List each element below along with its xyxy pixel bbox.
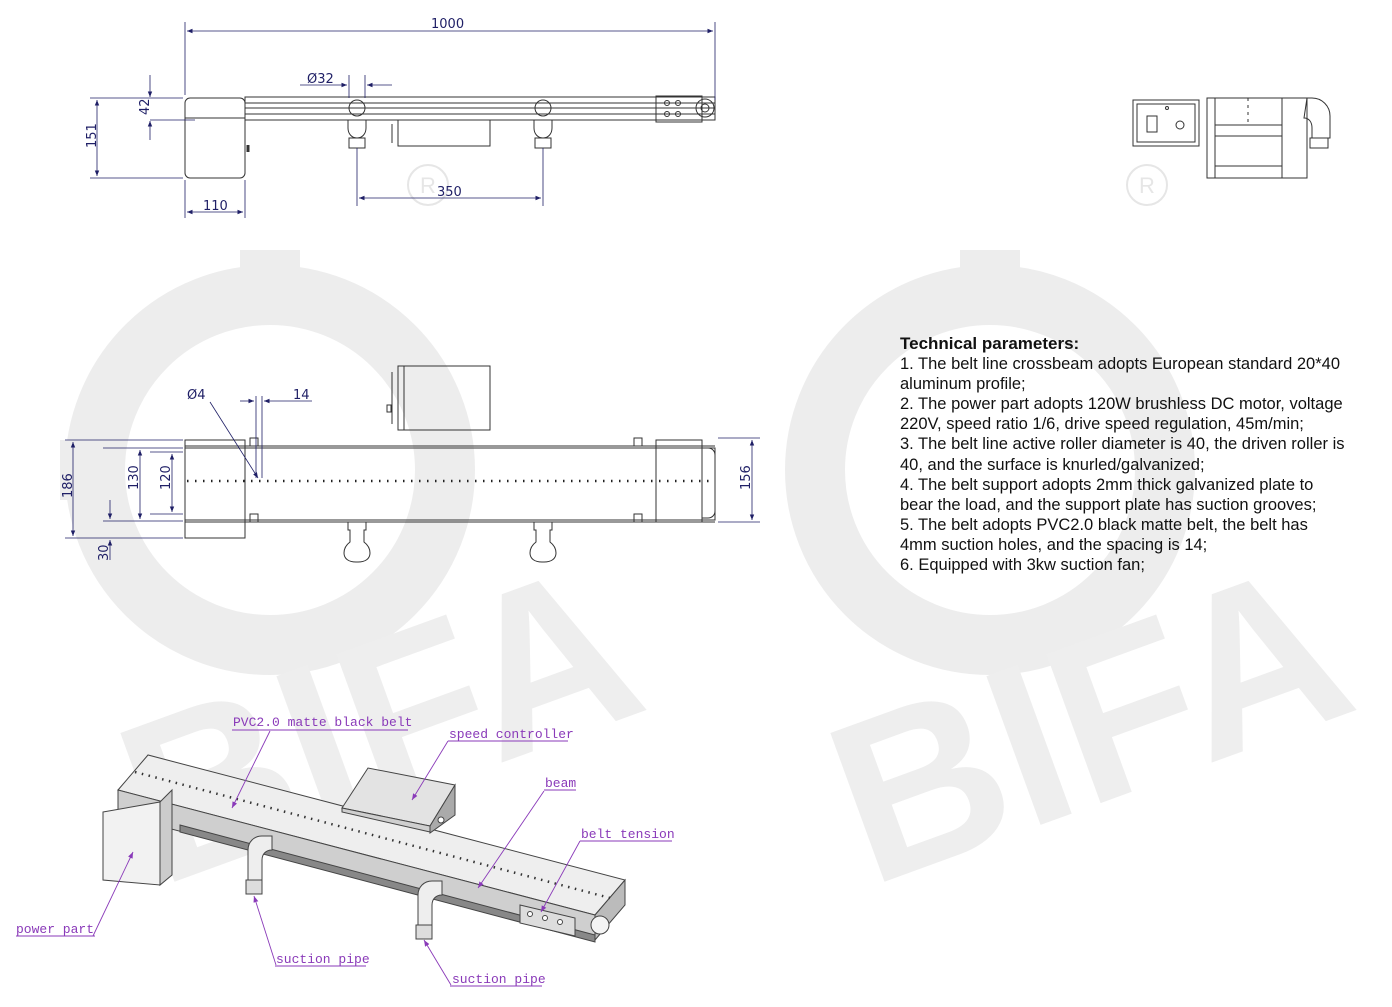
label-belt: PVC2.0 matte black belt [233,715,412,730]
suction-pipe-front-1 [343,521,371,563]
power-part-iso [102,801,161,886]
label-suction-pipe-1: suction pipe [276,952,370,967]
end-view-motor [1206,97,1331,179]
label-suction-pipe-2: suction pipe [452,972,546,987]
spec-line: 220V, speed ratio 1/6, drive speed regul… [900,415,1304,434]
spec-line: 4mm suction holes, and the spacing is 14… [900,535,1208,554]
controller-top [397,119,491,147]
motor-front [184,439,246,539]
spec-line: 1. The belt line crossbeam adopts Europe… [900,355,1340,374]
iso-pipe-1 [247,835,273,881]
registered-mark-icon [407,164,449,206]
isometric-view [102,754,626,943]
tension-iso [519,904,576,937]
dim-30: 30 [97,544,112,561]
suction-pipe-top-1 [347,119,367,139]
dim-156: 156 [739,465,754,490]
belt-front [184,447,716,521]
registered-mark-letter: R [420,173,436,198]
callout-lines [16,729,672,987]
label-belt-tension: belt tension [581,827,675,842]
label-power-part: power part [16,922,94,937]
iso-suction-holes [134,770,611,900]
tension-plate [655,439,703,523]
end-view-controller [1132,99,1200,147]
gear-logo-right [785,250,1195,675]
dim-height: 151 [85,123,100,148]
spec-line: 5. The belt adopts PVC2.0 black matte be… [900,515,1308,534]
dim-total-height: 186 [61,473,76,498]
dim-pipe-spacing: 350 [437,185,462,200]
registered-mark-letter: R [1139,173,1155,198]
label-speed-controller: speed controller [449,727,574,742]
front-dimensions [65,396,760,560]
dim-130: 130 [127,465,142,490]
gear-logo-left [60,250,475,675]
motor-box [184,97,246,179]
driven-roller [695,98,715,118]
spec-line: 4. The belt support adopts 2mm thick gal… [900,475,1314,494]
iso-pipe-2 [417,880,443,926]
dim-120: 120 [159,465,174,490]
end-plate [655,95,703,123]
top-dimensions [90,22,716,218]
spec-line: 2. The power part adopts 120W brushless … [900,395,1343,414]
registered-mark-icon [1126,164,1168,206]
spec-line: bear the load, and the support plate has… [900,495,1317,514]
suction-pipe-front-2 [529,521,557,563]
dim-hole-dia: Ø4 [187,388,206,403]
front-view [184,365,716,563]
spec-line: 3. The belt line active roller diameter … [900,435,1345,454]
spec-line: 40, and the surface is knurled/galvanize… [900,455,1205,474]
suction-pipe-top-2 [533,119,553,139]
technical-parameters: Technical parameters: 1. The belt line c… [900,334,1390,575]
spec-line: 6. Equipped with 3kw suction fan; [900,556,1145,575]
top-view [184,95,716,179]
dim-length: 1000 [431,17,464,32]
label-beam: beam [545,776,576,791]
dim-roller-dia: Ø32 [307,72,334,87]
dim-offset: 42 [138,98,153,115]
specs-title: Technical parameters: [900,334,1080,353]
spec-line: aluminum profile; [900,375,1026,394]
dim-hole-spacing: 14 [293,388,310,403]
controller-front [397,365,491,431]
dim-motor-width: 110 [203,199,228,214]
